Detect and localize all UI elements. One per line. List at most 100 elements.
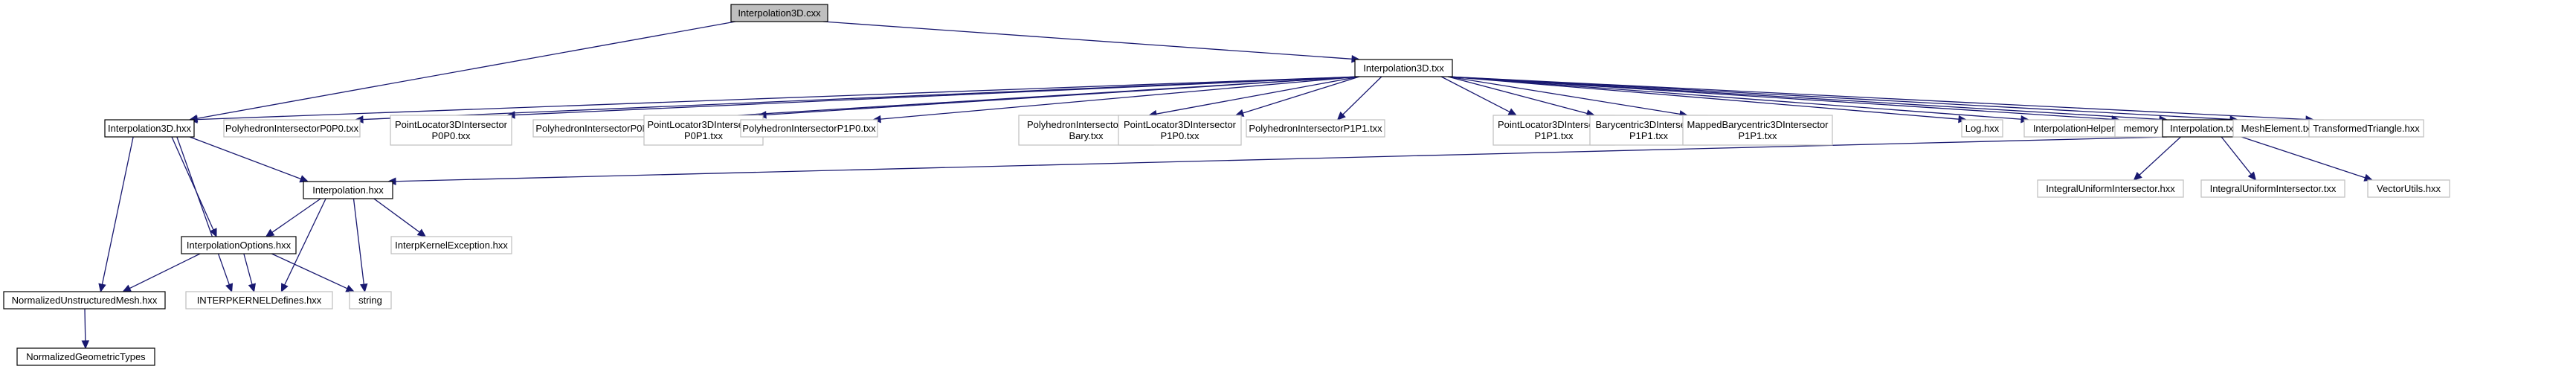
arrowhead-icon [345,284,355,292]
node-interpolation3d-hxx[interactable]: Interpolation3D.hxx [104,119,195,138]
node-label: PointLocator3DIntersector [395,119,508,130]
node-interpolationhelper-txx: InterpolationHelper.txx [2023,119,2139,138]
node-box [2200,179,2345,198]
node-polyhedronintersectorp0p0-txx: PolyhedronIntersectorP0P0.txx [223,119,361,138]
node-box [1354,59,1453,77]
node-box [223,119,361,138]
node-box [16,347,155,366]
node-label: Interpolation3D.txx [1363,62,1444,74]
arrowhead-icon [1507,108,1518,116]
edge-interpolation3d-hxx-to-interpolationoptions-hxx [171,136,217,238]
node-meshelement-txx: MeshElement.txx [2232,119,2324,138]
edge-line [196,76,1360,121]
edge-normalizedunstructuredmesh-hxx-to-normalizedgeometrictypes [81,308,90,350]
node-label: IntegralUniformIntersector.txx [2210,183,2337,194]
node-box [390,115,512,146]
node-box [1682,115,1833,146]
edge-line [822,21,1353,60]
node-label: InterpolationOptions.hxx [187,240,292,251]
edge-interpolation3d-cxx-to-interpolation3d-txx [822,21,1361,63]
node-interpolation3d-cxx[interactable]: Interpolation3D.cxx [730,4,828,22]
node-label: P1P1.txx [1534,130,1574,141]
node-label: PolyhedronIntersectorP0P0.txx [225,123,359,134]
node-normalizedunstructuredmesh-hxx[interactable]: NormalizedUnstructuredMesh.hxx [3,291,166,310]
node-box [1118,115,1242,146]
edge-interpolation3d-hxx-to-interpkerneldefines-hxx [176,136,234,293]
node-integraluniformintersector-txx: IntegralUniformIntersector.txx [2200,179,2345,198]
edge-line [189,136,301,180]
edge-line [1447,76,2022,120]
node-interpolation3d-txx[interactable]: Interpolation3D.txx [1354,59,1453,77]
node-label: PolyhedronIntersectorP1P0.txx [742,123,876,134]
node-memory: memory [2114,119,2168,138]
node-label: P1P0.txx [1160,130,1200,141]
node-label: NormalizedUnstructuredMesh.hxx [12,295,158,306]
node-label: InterpKernelException.hxx [395,240,508,251]
arrowhead-icon [280,283,289,293]
nodes-layer: Interpolation3D.cxxInterpolation3D.txxIn… [3,4,2450,366]
edge-line [243,253,253,285]
node-polyhedronintersectorp1p0-txx: PolyhedronIntersectorP1P0.txx [740,119,878,138]
node-box [349,291,392,310]
arrowhead-icon [122,284,132,292]
edge-line [176,136,230,285]
node-box [3,291,166,310]
edge-line [1243,76,1360,114]
node-box [730,4,828,22]
node-interpolationoptions-hxx[interactable]: InterpolationOptions.hxx [181,236,297,254]
arrowhead-icon [248,283,256,293]
node-interpolation-txx[interactable]: Interpolation.txx [2162,119,2247,138]
node-polyhedronintersectorp1p1-txx: PolyhedronIntersectorP1P1.txx [1246,119,1385,138]
node-label: MappedBarycentric3DIntersector [1687,119,1829,130]
node-label: string [358,295,382,306]
edge-interpolation-hxx-to-string [352,198,368,293]
node-box [390,236,512,254]
edges-layer [81,21,2374,350]
node-box [2308,119,2424,138]
node-label: PolyhedronIntersectorP1P1.txx [1249,123,1382,134]
node-box [740,119,878,138]
node-box [1961,119,2003,138]
edge-line [395,136,2168,182]
node-normalizedgeometrictypes[interactable]: NormalizedGeometricTypes [16,347,155,366]
node-label: P0P0.txx [431,130,471,141]
edge-line [2241,136,2366,179]
edge-interpolation3d-hxx-to-interpolation-hxx [189,136,309,183]
arrowhead-icon [81,340,90,350]
edge-line [1447,76,1588,115]
edge-interpolation3d-txx-to-polyhedronintersectorp1p1-txx [1336,76,1382,121]
edge-line [373,198,420,233]
edge-line [1342,76,1382,115]
node-log-hxx: Log.hxx [1961,119,2003,138]
edge-interpolationoptions-hxx-to-interpkerneldefines-hxx [243,253,256,293]
node-box [2367,179,2450,198]
node-label: INTERPKERNELDefines.hxx [197,295,322,306]
edge-line [271,253,348,289]
edge-line [2139,136,2181,176]
edge-interpolation3d-txx-to-pointlocator3dintersectorp1p1-txx [1440,76,1518,116]
node-label: TransformedTriangle.hxx [2313,123,2420,134]
node-label: PolyhedronIntersectorP1P0 [1027,119,1145,130]
arrowhead-icon [2247,171,2257,181]
edge-interpolation-hxx-to-interpkerneldefines-hxx [280,198,326,293]
arrowhead-icon [360,283,368,293]
edge-line [1440,76,1510,113]
edge-line [765,76,1360,116]
edge-line [1447,76,1681,115]
node-label: Interpolation3D.hxx [108,123,192,134]
edge-interpolation-txx-to-vectorutils-hxx [2241,136,2374,182]
edge-line [1447,76,2231,121]
node-label: PointLocator3DIntersector [647,119,760,130]
edge-interpolation3d-txx-to-pointlocator3dintersectorp1p0-txx [1234,76,1360,117]
node-interpolation-hxx[interactable]: Interpolation.hxx [303,181,393,199]
node-interpkernelexception-hxx: InterpKernelException.hxx [390,236,512,254]
edge-interpolationoptions-hxx-to-normalizedunstructuredmesh-hxx [122,253,201,292]
edge-interpolation3d-txx-to-pointlocator3dintersectorp0p1-txx [757,76,1360,119]
node-box [185,291,333,310]
edge-line [101,136,134,285]
node-label: memory [2124,123,2159,134]
node-label: InterpolationHelper.txx [2033,123,2130,134]
arrowhead-icon [2133,172,2142,181]
edge-line [2221,136,2252,175]
